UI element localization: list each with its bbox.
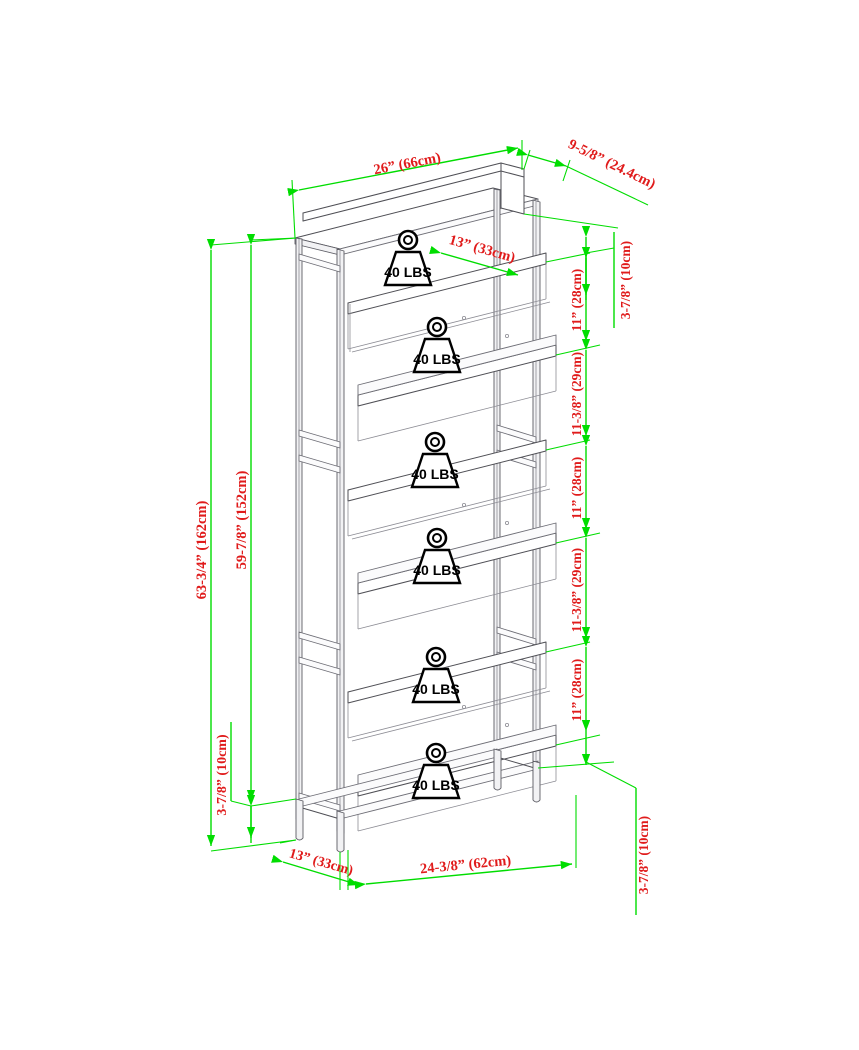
dimension-label-leg-height: 3-7/8” (10cm) (215, 734, 230, 816)
left-frame-rails (298, 253, 341, 812)
dimension-base-depth: 13” (33cm) (271, 839, 360, 890)
right-frame-posts (493, 188, 541, 783)
dimension-top-offset-right: 3-7/8” (10cm) (581, 225, 633, 328)
dimension-label-gap-1: 11” (28cm) (569, 269, 584, 332)
dimension-label-overall-width: 26” (66cm) (372, 150, 442, 178)
dimension-label-shelf-depth-top: 13” (33cm) (447, 232, 517, 266)
load-badge-shelf-3: 40 LBS (410, 431, 460, 489)
dimension-label-gap-4: 11-3/8” (29cm) (569, 548, 584, 632)
dimension-label-overall-depth: 9-5/8” (24.4cm) (566, 136, 659, 192)
load-badge-label: 40 LBS (411, 466, 458, 482)
dimension-frame-height: 59-7/8” (152cm) (234, 233, 297, 807)
legs (295, 748, 541, 853)
load-badge-shelf-1: 40 LBS (383, 229, 433, 287)
load-badge-shelf-6: 40 LBS (411, 742, 461, 800)
load-badge-label: 40 LBS (413, 351, 460, 367)
dimension-bottom-offset-right: 3-7/8” (10cm) (581, 719, 651, 915)
load-badge-shelf-5: 40 LBS (411, 646, 461, 704)
dimension-label-gap-3: 11” (28cm) (569, 457, 584, 520)
shelf-board-3 (347, 439, 551, 540)
dimension-label-frame-height: 59-7/8” (152cm) (234, 471, 250, 570)
load-badge-label: 40 LBS (412, 681, 459, 697)
load-badge-label: 40 LBS (413, 562, 460, 578)
dimension-leg-height: 3-7/8” (10cm) (215, 722, 256, 843)
dimension-label-overall-height: 63-3/4” (162cm) (194, 501, 210, 600)
dimension-label-bottom-offset: 3-7/8” (10cm) (636, 816, 651, 894)
left-frame-posts (295, 237, 345, 834)
load-badge-label: 40 LBS (384, 264, 431, 280)
dimension-overall-depth: 9-5/8” (24.4cm) (516, 136, 659, 206)
load-badge-shelf-2: 40 LBS (412, 316, 462, 374)
load-capacity-badges: 40 LBS 40 LBS 40 LBS 40 LBS 40 LBS (383, 229, 462, 800)
load-badge-label: 40 LBS (412, 777, 459, 793)
dimension-label-gap-2: 11-3/8” (29cm) (569, 352, 584, 436)
load-badge-shelf-4: 40 LBS (412, 527, 462, 585)
shelf-board-1 (347, 252, 551, 353)
dimension-base-width: 24-3/8” (62cm) (347, 795, 577, 890)
dimension-label-top-offset: 3-7/8” (10cm) (618, 241, 633, 319)
dimension-label-gap-5: 11” (28cm) (569, 659, 584, 722)
